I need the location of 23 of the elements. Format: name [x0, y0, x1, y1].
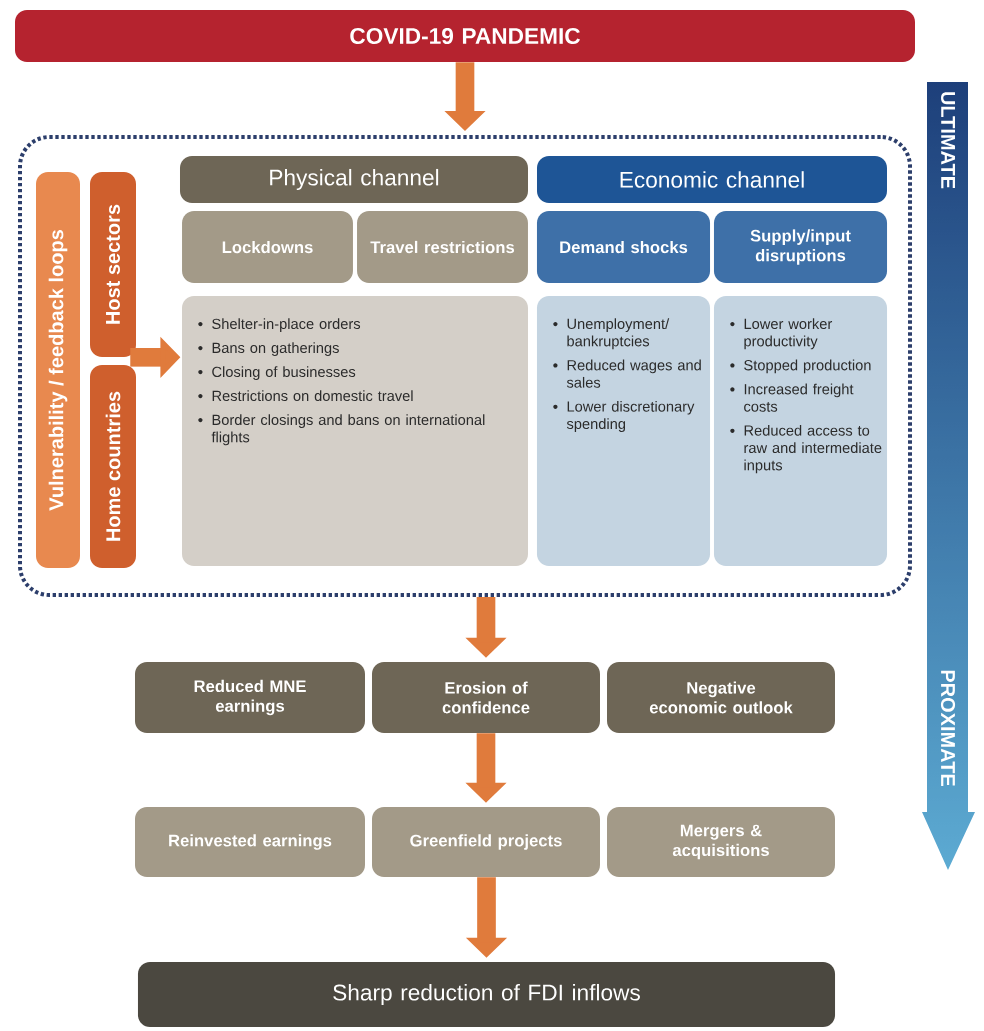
- bullet-list-box: Lower worker productivity Stopped production Increased freight costs Reduced access to raw and intermediate inputs: [713, 296, 888, 566]
- result-banner: Sharp reduction of FDI inflows: [137, 961, 836, 1028]
- category-box: Travel restrictions: [357, 211, 528, 283]
- effect-box: Reduced MNE earnings: [135, 662, 365, 733]
- bullet-list-box: Unemployment/ bankruptcies Reduced wages and sales Lower discretionary spending: [536, 296, 711, 566]
- category-box: Lockdowns: [182, 211, 353, 283]
- vertical-bar: Vulnerability / feedback loops: [36, 172, 80, 568]
- component-box: Greenfield projects: [372, 807, 600, 877]
- category-box: Demand shocks: [536, 211, 711, 283]
- component-box: Reinvested earnings: [135, 807, 365, 877]
- effect-box: Erosion of confidence: [372, 662, 600, 733]
- dotted-frame: [18, 135, 912, 597]
- effect-box: Negative economic outlook: [607, 662, 835, 733]
- vertical-bar: Home countries: [90, 365, 136, 568]
- channel-header: Physical channel: [180, 156, 528, 203]
- direction-label: PROXIMATE: [940, 670, 956, 786]
- vertical-bar: Host sectors: [90, 171, 136, 358]
- component-box: Mergers & acquisitions: [607, 807, 835, 877]
- category-box: Supply/input disruptions: [713, 211, 888, 283]
- bullet-list-box: Shelter-in-place orders Bans on gatherings Closing of businesses Restrictions on domestic travel Border closings and bans on international flights: [182, 296, 528, 566]
- title-banner: COVID-19 PANDEMIC: [15, 10, 915, 62]
- channel-header: Economic channel: [537, 156, 887, 203]
- direction-label: ULTIMATE: [941, 92, 955, 189]
